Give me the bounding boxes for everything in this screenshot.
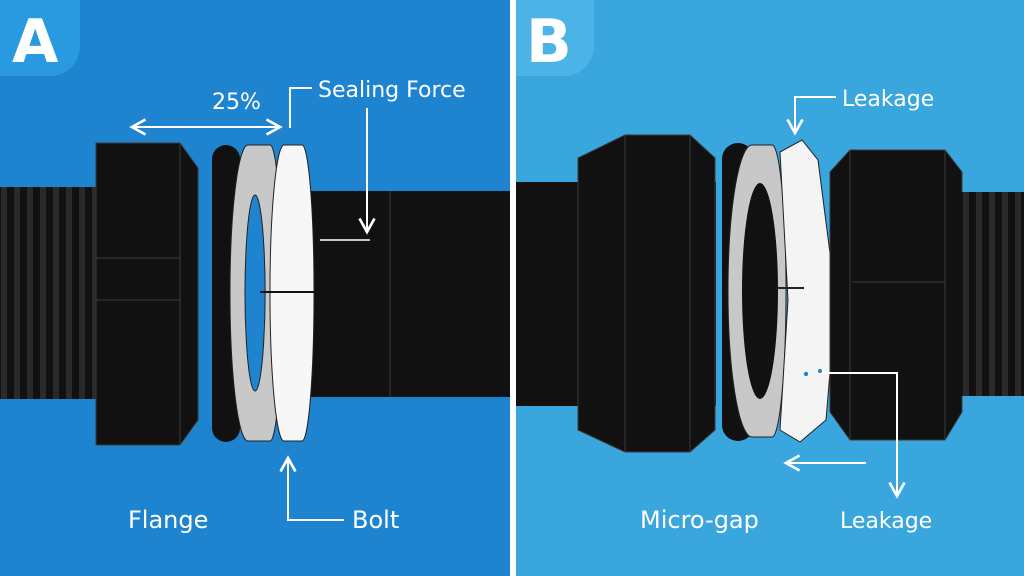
panel-a-bolt-label: Bolt bbox=[352, 506, 399, 534]
panel-a-sealing-force-label: Sealing Force bbox=[318, 78, 466, 103]
panel-b-micro-gap-label: Micro-gap bbox=[640, 506, 759, 534]
panel-a-threaded-pipe bbox=[0, 187, 100, 399]
panel-b-threaded-pipe bbox=[960, 192, 1024, 396]
panel-b-white-gasket bbox=[779, 139, 837, 443]
panel-divider bbox=[510, 0, 516, 576]
panel-a-flange-nut bbox=[95, 142, 199, 446]
panel-a-sealing-force-leader bbox=[289, 87, 312, 128]
panel-a: 25% Sealing Force Flange Bolt A bbox=[0, 0, 510, 576]
panel-a-badge bbox=[0, 0, 80, 76]
panel-a-pipe-body bbox=[300, 191, 510, 397]
panel-b-leak-dot-2 bbox=[818, 369, 822, 373]
panel-b-leak-dot-1 bbox=[803, 371, 809, 377]
panel-b-right-nut bbox=[829, 149, 963, 441]
panel-a-bolt-leader bbox=[279, 455, 344, 521]
panel-b-leakage-bottom-label: Leakage bbox=[840, 509, 932, 534]
panel-b-leakage-top-label: Leakage bbox=[842, 87, 934, 112]
panel-b-badge-letter: B bbox=[526, 7, 572, 77]
panel-b-leakage-path-arrow bbox=[822, 372, 906, 499]
panel-b: Leakage Micro-gap Leakage B bbox=[516, 0, 1024, 576]
panel-a-flange-label: Flange bbox=[128, 506, 208, 534]
panel-a-badge-letter: A bbox=[12, 7, 59, 77]
panel-b-left-nut bbox=[577, 134, 716, 453]
panel-b-badge bbox=[516, 0, 594, 76]
panel-b-leakage-top-leader bbox=[786, 96, 836, 136]
panel-a-percent-label: 25% bbox=[212, 90, 261, 115]
